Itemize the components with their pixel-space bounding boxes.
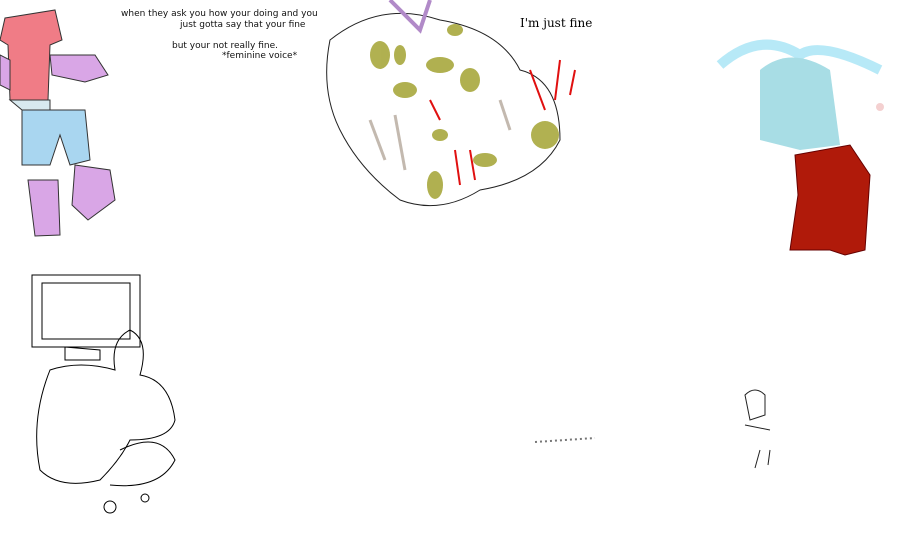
small-sketch-figure-drawing xyxy=(744,389,771,469)
scribble-mark xyxy=(534,437,596,443)
caption-line-2: just gotta say that your fine xyxy=(180,20,306,30)
caption-line-3: but your not really fine. xyxy=(172,41,279,51)
headless-figure-drawing xyxy=(0,9,116,237)
caption-line-4: *feminine voice* xyxy=(222,51,298,61)
red-coat-figure-drawing xyxy=(716,39,884,256)
caption-line-1: when they ask you how your doing and you xyxy=(121,9,318,19)
monster-drawing xyxy=(326,0,576,207)
monitor-head-figure-drawing xyxy=(31,274,176,514)
speech-text: I'm just fine xyxy=(520,16,593,30)
